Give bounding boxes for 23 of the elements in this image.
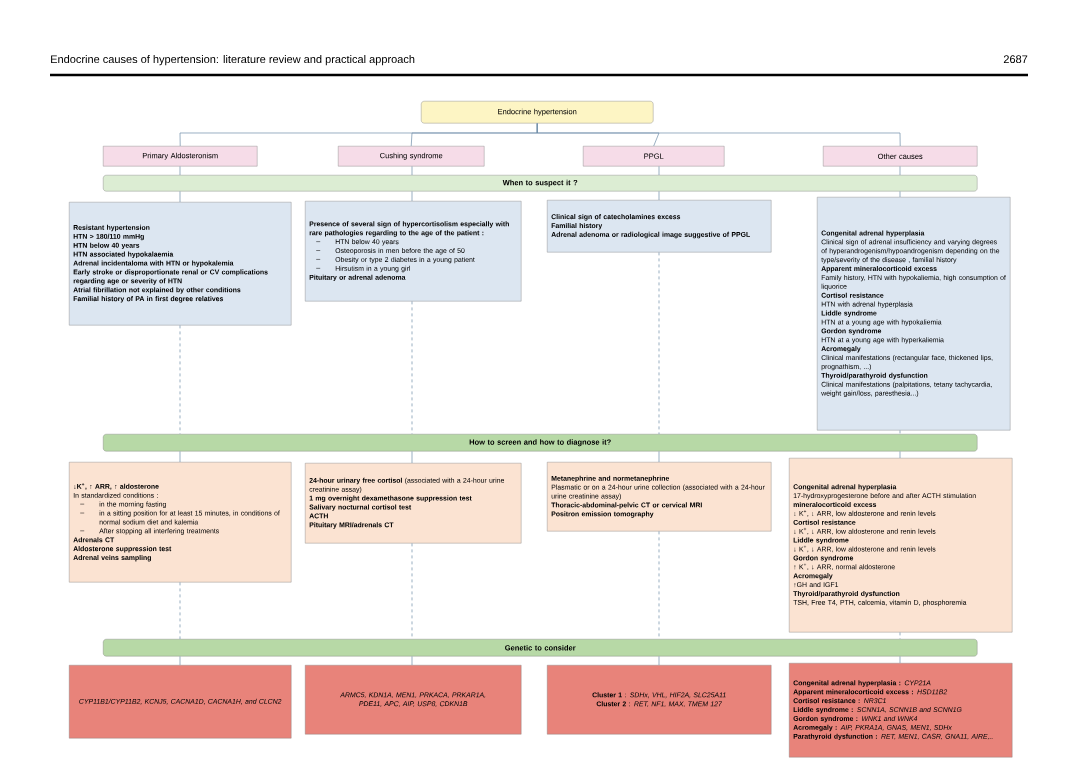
connector-line bbox=[179, 191, 181, 203]
connector-line bbox=[411, 166, 413, 176]
connector-line bbox=[899, 656, 901, 664]
connector-line bbox=[658, 451, 660, 463]
connector-line bbox=[411, 191, 413, 202]
connector-line bbox=[536, 123, 901, 147]
connector-line bbox=[658, 166, 660, 176]
page-number: 2687 bbox=[1003, 55, 1028, 64]
connector-line bbox=[411, 301, 413, 435]
connector-line bbox=[179, 325, 181, 435]
connector-line bbox=[411, 451, 413, 464]
connector-line bbox=[658, 656, 660, 666]
running-header: Endocrine causes of hypertension: literature review and practical approach bbox=[51, 55, 415, 66]
connector-line bbox=[179, 451, 181, 463]
connector-line bbox=[658, 191, 660, 201]
connector-line bbox=[179, 656, 181, 666]
connector-line bbox=[411, 656, 413, 666]
connector-line bbox=[899, 191, 901, 198]
connector-line bbox=[179, 582, 181, 640]
connector-line bbox=[179, 166, 181, 176]
connector-line bbox=[899, 166, 901, 176]
connector-line bbox=[899, 451, 901, 459]
connector-line bbox=[658, 252, 660, 435]
